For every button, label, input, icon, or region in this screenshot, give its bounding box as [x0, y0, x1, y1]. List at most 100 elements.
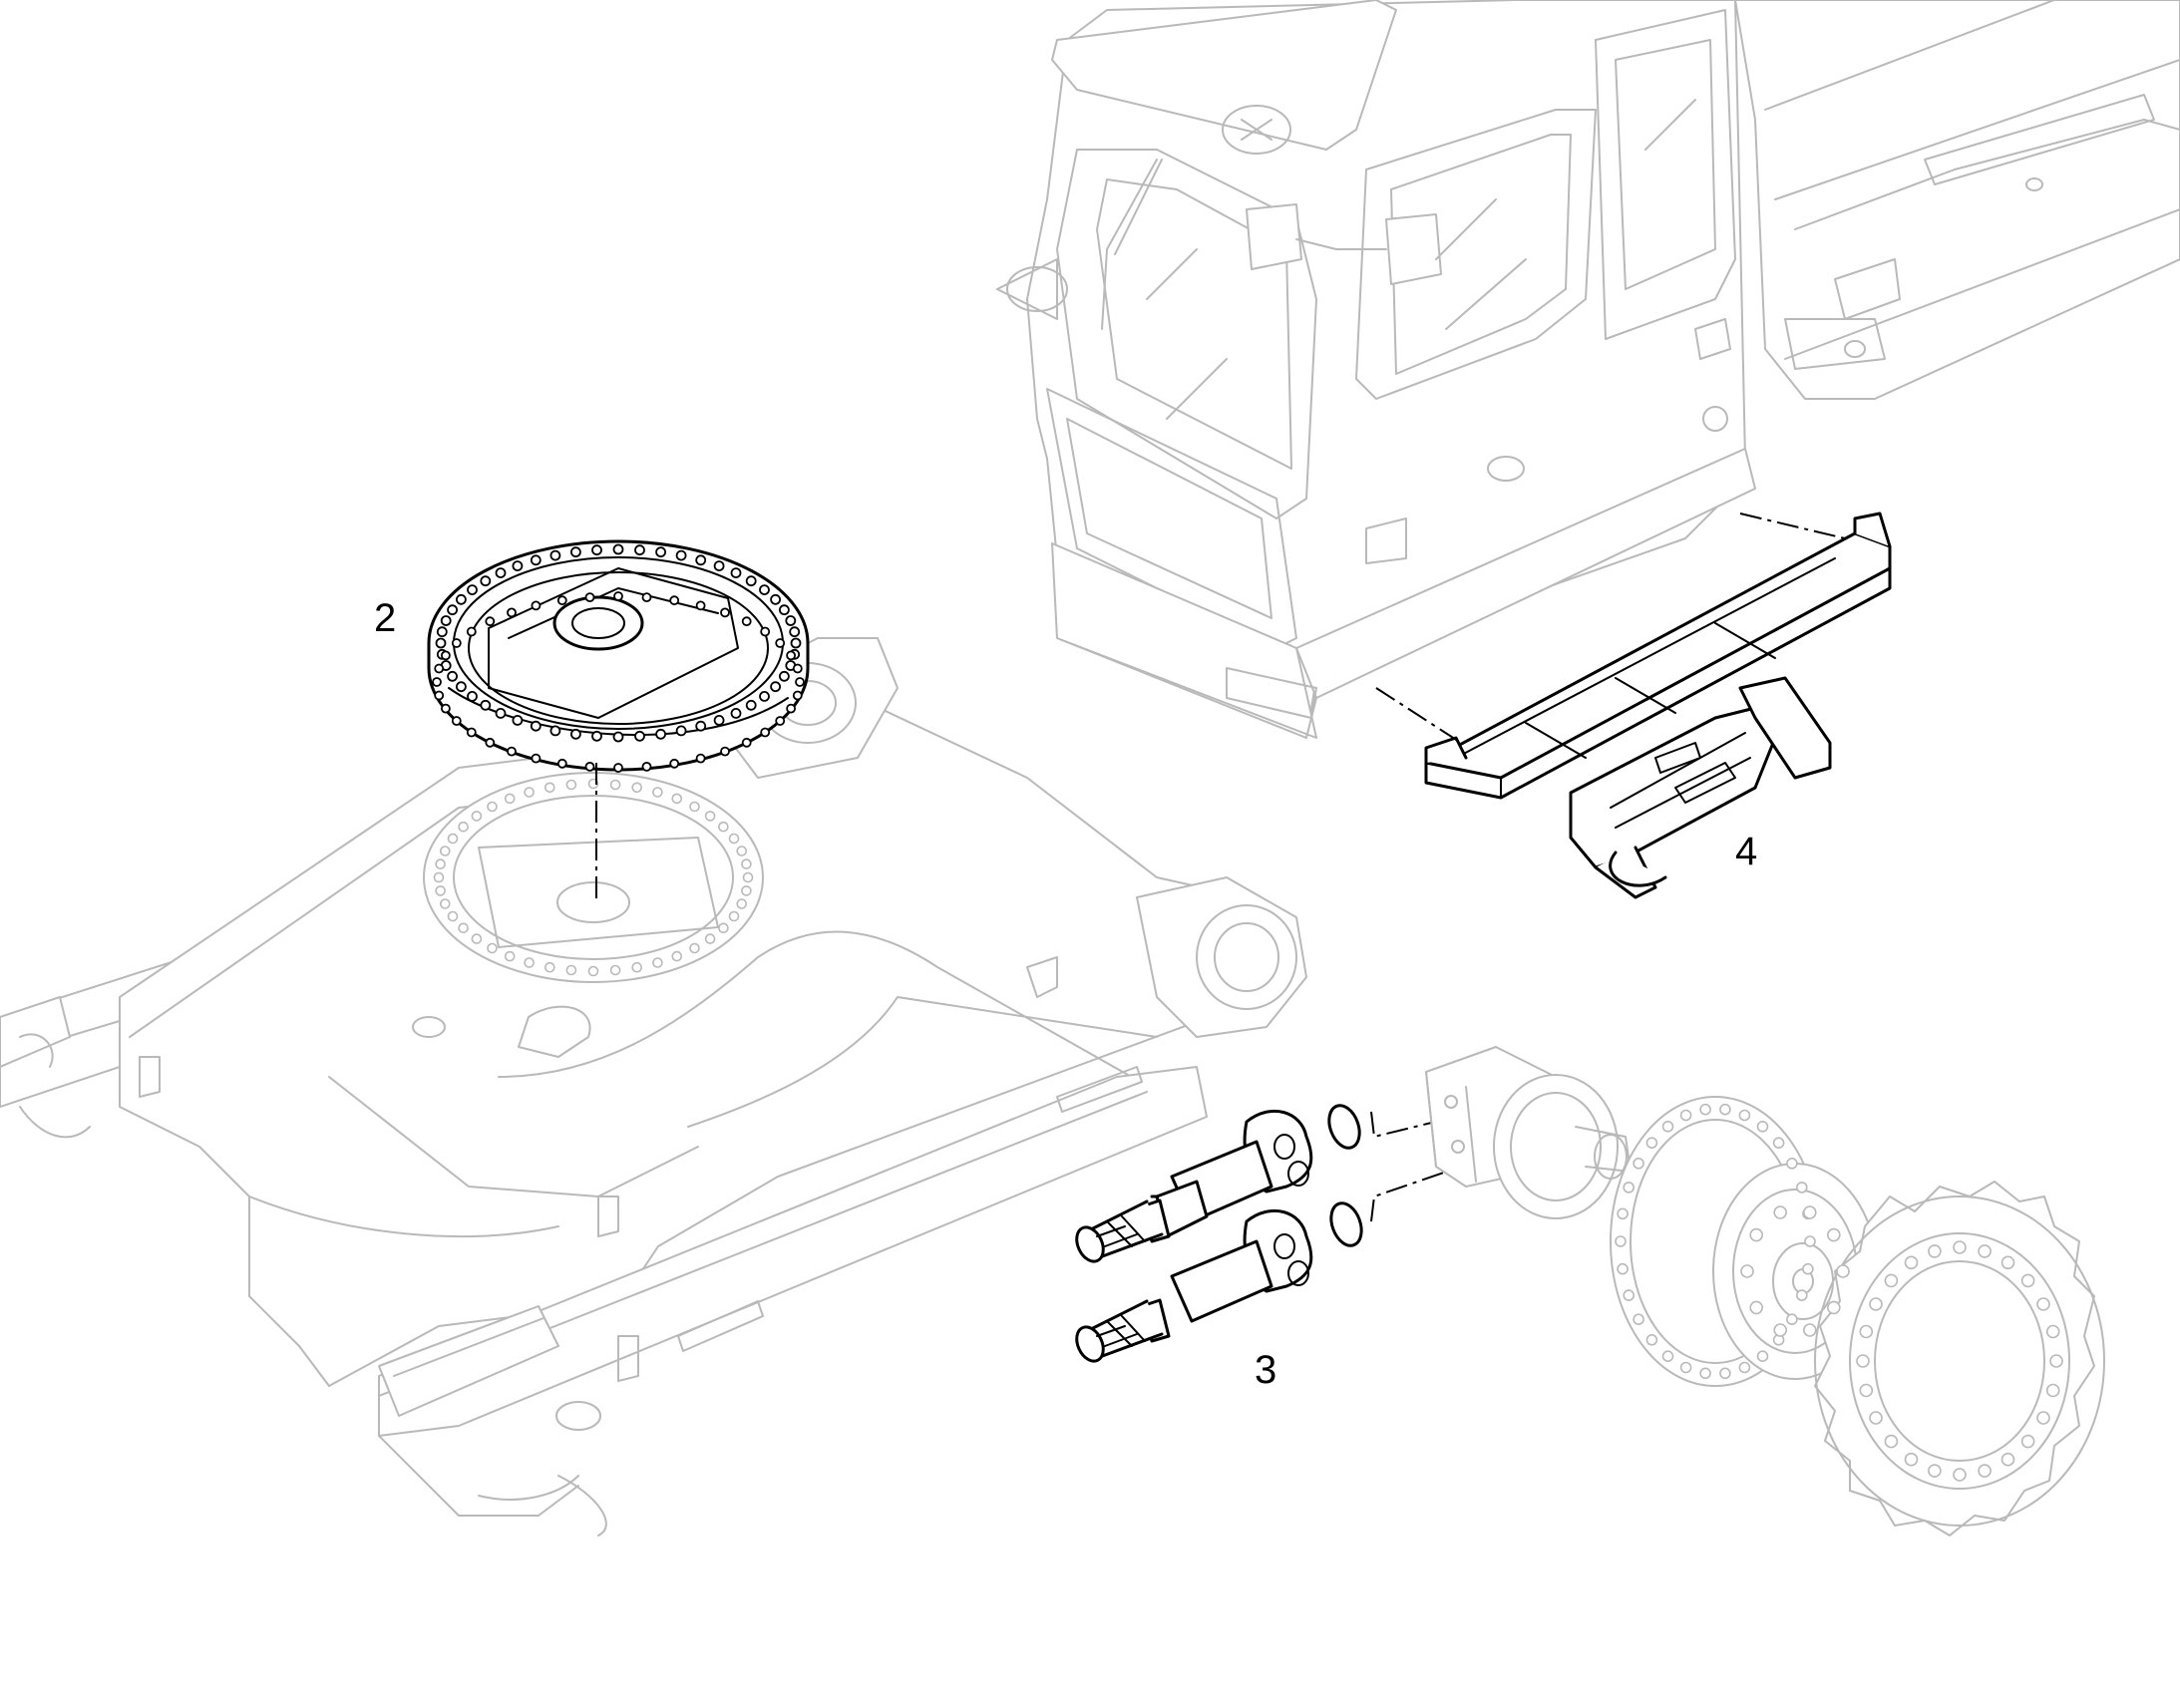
cab-frame-bracket-part [1424, 512, 1892, 899]
bearing-seat-bolt-hole [439, 846, 451, 856]
slewing-ring-bolt-hole [641, 762, 652, 772]
slewing-ring-bolt-hole [530, 554, 542, 566]
slewing-ring-bolt-hole [675, 725, 687, 737]
bearing-seat-bolt-hole [741, 858, 752, 869]
bearing-seat-bolt-hole [587, 965, 599, 977]
gearbox-bolt-hole [1804, 1235, 1816, 1247]
bearing-seat-bolt-hole [524, 787, 535, 798]
slewing-ring-bolt-hole [695, 720, 707, 732]
gearbox-bolt-hole [1786, 1158, 1798, 1170]
bearing-seat-bolt-hole [704, 933, 716, 944]
gearbox-bolt-hole [1796, 1289, 1808, 1301]
slewing-ring-bolt-hole [447, 604, 459, 616]
gearbox-bolt-hole [1633, 1158, 1644, 1170]
gearbox-bolt-hole [1773, 1205, 1787, 1219]
bearing-seat-bolt-hole [728, 833, 740, 845]
gearbox-bolt-hole [1786, 1313, 1798, 1325]
bracket-assembly-axis-line-rear [1739, 512, 1846, 539]
bearing-seat-bolt-hole [524, 957, 535, 968]
callout-number-4: 4 [1735, 830, 1758, 873]
slewing-ring-bolt-hole [759, 584, 770, 595]
gearbox-bolt-hole [1719, 1103, 1731, 1116]
callout-number-3: 3 [1255, 1348, 1277, 1392]
slewing-ring-bolt-hole [669, 758, 680, 769]
gearbox-bolt-hole [1803, 1205, 1817, 1219]
bearing-seat-bolt-hole [439, 898, 451, 909]
bearing-seat-bolt-hole [435, 885, 446, 896]
slewing-ring-bolt-hole [612, 543, 624, 555]
slewing-ring-bolt-hole [434, 663, 445, 674]
bearing-seat-bolt-hole [471, 811, 483, 822]
slewing-ring-bolt-hole [507, 607, 517, 618]
sprocket-bolt-hole [1953, 1240, 1967, 1254]
slewing-ring-bolt-hole [792, 690, 803, 701]
sprocket-bolt-hole [1869, 1411, 1883, 1425]
slewing-ring-bolt-hole [549, 725, 561, 737]
slewing-ring-bolt-hole [713, 560, 725, 571]
slewing-ring-bolt-hole [591, 544, 602, 556]
slewing-ring-bolt-hole [795, 677, 805, 687]
sprocket-bolt-hole [2045, 1383, 2060, 1398]
slewing-ring-bolt-hole [641, 592, 652, 602]
slewing-ring-bolt-hole [745, 575, 757, 587]
sprocket-bolt-hole [2000, 1452, 2015, 1467]
slewing-ring-bolt-hole [720, 607, 730, 618]
slewing-ring-bolt-hole [485, 737, 496, 748]
sprocket-bolt-hole [2000, 1255, 2015, 1270]
sprocket-bolt-hole [2020, 1273, 2035, 1288]
slewing-ring-bolt-hole [792, 663, 803, 674]
sprocket-bolt-hole [2049, 1354, 2063, 1368]
callout-number-2: 2 [374, 596, 397, 640]
slewing-ring-bolt-hole [612, 731, 624, 743]
slewing-ring-bolt-hole [480, 575, 492, 587]
bearing-seat-bolt-hole [609, 964, 621, 976]
slewing-ring-bolt-hole [760, 626, 771, 637]
bearing-seat-bolt-hole [544, 961, 555, 973]
slewing-ring-bolt-hole [786, 650, 796, 661]
slewing-ring-bolt-hole [556, 758, 567, 769]
gearbox-bolt-hole [1645, 1334, 1658, 1346]
slewing-ring-bolt-hole [455, 593, 467, 605]
gearbox-bolt-holes [1615, 1103, 1850, 1380]
cab-structure [996, 0, 2180, 739]
sprocket-bolt-hole [1884, 1273, 1899, 1288]
slewing-ring-bolt-hole [549, 549, 561, 561]
slewing-ring-bolt-hole [770, 681, 781, 693]
bearing-seat-bolt-hole [447, 833, 459, 845]
sprocket-bolt-hole [1928, 1464, 1942, 1478]
bearing-seat-bolt-hole [435, 858, 446, 869]
bearing-seat-bolt-hole [741, 885, 752, 896]
slewing-ring-bolt-hole [789, 626, 801, 638]
slewing-ring-bolt-hole [770, 593, 781, 605]
slewing-ring-bolt-hole [485, 616, 496, 627]
bearing-seat-bolt-hole [736, 898, 748, 909]
sprocket-bolt-hole [2036, 1297, 2050, 1311]
gearbox-bolt-hole [1773, 1323, 1787, 1337]
bearing-seat-bolt-hole [736, 846, 748, 856]
slewing-ring-bolt-hole [455, 681, 467, 693]
slewing-ring-bolt-hole [480, 699, 492, 711]
slewing-ring-bolt-hole [467, 691, 478, 702]
gearbox-bolt-hole [1699, 1367, 1711, 1380]
slewing-ring-bolt-hole [440, 650, 451, 661]
slewing-ring-bolt-hole [634, 544, 645, 556]
gearbox-bolt-hole [1796, 1182, 1808, 1194]
sprocket-bolt-hole [2036, 1411, 2050, 1425]
slewing-ring-bolt-hole [512, 560, 524, 571]
gearbox-bolt-hole [1617, 1262, 1629, 1275]
bearing-seat-bolt-hole [544, 782, 555, 794]
slewing-ring-bolt-hole [466, 727, 477, 738]
slewing-ring-bolt-hole [775, 716, 786, 726]
bearing-seat-bolt-hole [487, 942, 498, 954]
gearbox-bolt-hole [1827, 1300, 1841, 1315]
bearing-seat-bolt-hole [689, 801, 700, 813]
bearing-seat-bolt-hole [504, 950, 516, 962]
bearing-seat-bolt-hole [671, 950, 683, 962]
bearing-seat-bolt-hole [487, 801, 498, 813]
slewing-ring-bolt-hole [779, 670, 790, 682]
slewing-ring-bolt-hole [613, 591, 623, 601]
gearbox-bolt-hole [1802, 1262, 1814, 1275]
slewing-ring-bolt-hole [440, 615, 452, 626]
slewing-ring-bolt-hole [759, 691, 770, 702]
